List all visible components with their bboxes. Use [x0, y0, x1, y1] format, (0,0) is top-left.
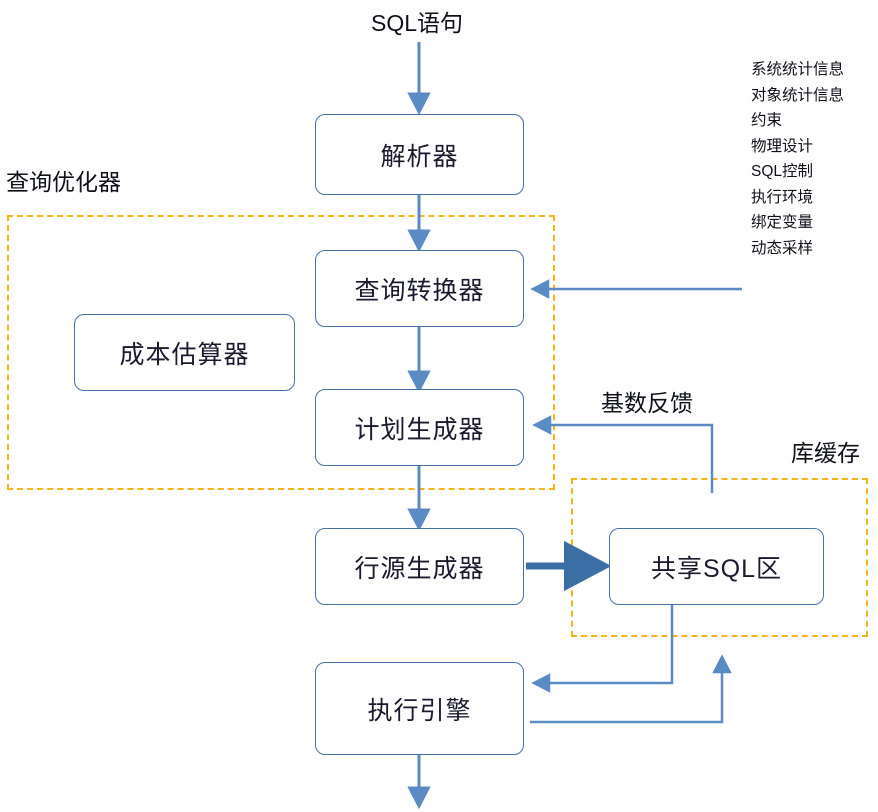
- node-plan-generator: 计划生成器: [315, 389, 524, 466]
- statistics-input-item: 物理设计: [751, 137, 814, 155]
- statistics-input-item: 约束: [751, 112, 783, 129]
- statistics-input-item: 系统统计信息: [751, 61, 845, 78]
- diagram-input-label: SQL语句: [371, 10, 464, 36]
- node-row-source-generator: 行源生成器: [315, 528, 524, 605]
- node-parser: 解析器: [315, 114, 524, 195]
- group-query-optimizer-boundary: [7, 215, 555, 490]
- edge-label-cardinality-feedback: 基数反馈: [601, 390, 693, 416]
- group-label-library-cache: 库缓存: [791, 440, 860, 466]
- group-label-query-optimizer: 查询优化器: [6, 169, 121, 195]
- arrow-engine-to-librarycache: [530, 654, 732, 724]
- arrow-cardinality-feedback: [532, 415, 714, 493]
- statistics-input-item: SQL控制: [751, 163, 814, 180]
- node-query-transformer: 查询转换器: [315, 250, 524, 327]
- statistics-input-item: 执行环境: [751, 188, 814, 206]
- statistics-input-item: 对象统计信息: [751, 86, 845, 104]
- arrow-sharedarea-to-engine: [531, 600, 674, 693]
- statistics-input-item: 绑定变量: [751, 214, 814, 231]
- statistics-input-item: 动态采样: [751, 239, 814, 257]
- node-shared-sql-area: 共享SQL区: [609, 528, 824, 605]
- node-execution-engine: 执行引擎: [315, 662, 524, 755]
- node-cost-estimator: 成本估算器: [74, 314, 295, 391]
- statistics-inputs-list: 系统统计信息 对象统计信息 约束 物理设计 SQL控制 执行环境 绑定变量 动态…: [751, 57, 844, 261]
